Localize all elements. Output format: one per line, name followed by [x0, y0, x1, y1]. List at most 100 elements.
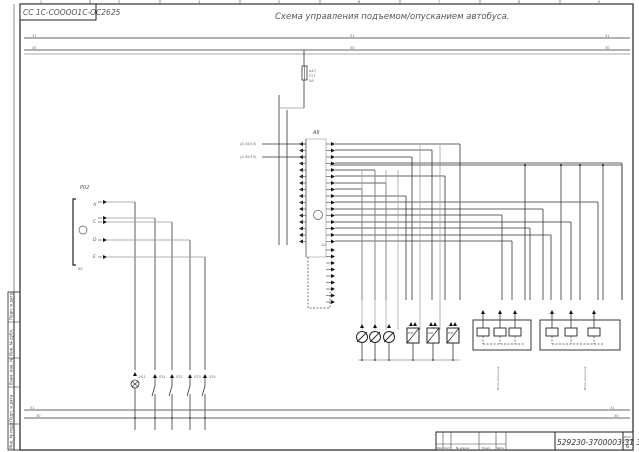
controller-output-wires	[335, 143, 623, 330]
pin-arrow-icon	[331, 148, 335, 153]
pin-arrow-icon	[387, 324, 391, 328]
distribution-drops	[524, 164, 623, 300]
pin-arrow-icon	[449, 322, 453, 326]
transducer-mark: U/P	[408, 331, 413, 335]
zone-marker: 6	[358, 0, 360, 4]
pin-arrow-icon	[331, 300, 335, 304]
pin-arrow-icon	[331, 213, 335, 218]
pin-arrow-icon	[331, 187, 335, 192]
side-label: Взам. инв. №	[9, 358, 14, 385]
pin-arrow-icon	[331, 161, 335, 166]
pin-arrow-icon	[331, 174, 335, 179]
pin-arrow-icon	[331, 248, 335, 252]
pin-arrow-icon	[433, 322, 437, 326]
controller-marker-icon	[313, 210, 323, 220]
switch-ref: S32	[176, 375, 183, 379]
connector-pin: D	[93, 237, 97, 243]
pin-arrow-icon	[331, 261, 335, 265]
side-label: Подп. и дата	[9, 292, 14, 320]
connector-sub: XS	[78, 267, 83, 271]
pin-arrow-icon	[153, 374, 157, 378]
zone-marker: 4	[198, 0, 201, 4]
fuse-ref: A47	[309, 69, 316, 73]
pin-arrow-icon	[188, 374, 192, 378]
valve-coil-icon	[587, 327, 601, 337]
pin-arrow-icon	[331, 293, 335, 298]
connector-marker-icon	[78, 225, 88, 235]
sheet-number: 6	[626, 444, 629, 450]
bus-label: 30	[614, 414, 618, 418]
document-number: 529230-3700003-31 33	[557, 438, 639, 447]
pin-arrow-icon	[331, 226, 335, 231]
connector-ref: Р02	[80, 185, 89, 191]
controller-a8: A8 (A 45/15) (A 45/15) 1/2	[240, 130, 331, 309]
diagram-title: Схема управления подъемом/опусканием авт…	[275, 12, 510, 22]
pin-arrow-icon	[331, 194, 335, 198]
sensor-b2	[369, 324, 381, 361]
fuse-sub: F27	[309, 74, 315, 78]
switch-ref: S34	[209, 375, 216, 379]
document-stamp: СС 1С-СОООО1С-ОС2625	[19, 3, 121, 21]
switch-contact-icon	[168, 385, 173, 397]
sensor-b4: U/P	[406, 322, 420, 361]
title-block: Изм Лист № докум. Подп. Дата 529230-3700…	[435, 431, 639, 451]
fuse-a47: A47 F27 5A	[280, 50, 316, 109]
bus-label: 31	[32, 34, 36, 38]
pin-arrow-icon	[103, 238, 107, 242]
pin-arrow-icon	[331, 239, 335, 244]
pin-arrow-icon	[331, 155, 335, 159]
valve-coil-icon	[564, 327, 578, 337]
pin-arrow-icon	[498, 310, 502, 314]
connector-pin: А	[92, 202, 96, 208]
controller-return-dashed	[307, 257, 331, 309]
pin-arrow-icon	[103, 255, 107, 259]
bus-label: 30	[36, 414, 40, 418]
zone-marker: 7	[438, 0, 440, 4]
valve-coil-icon	[545, 327, 559, 337]
pin-arrow-icon	[103, 200, 107, 204]
bus-label: 31	[350, 34, 354, 38]
side-label: Инв. № подл.	[9, 421, 14, 449]
pin-arrow-icon	[481, 310, 485, 314]
sensor-b3	[383, 324, 395, 361]
pin-arrow-icon	[592, 310, 596, 314]
controller-note: 1/2	[321, 243, 327, 247]
side-label: Подп. и дата	[9, 394, 14, 422]
switch-s32: S32	[168, 374, 183, 430]
pin-arrow-icon	[360, 324, 364, 328]
switch-s33: S33	[186, 374, 201, 430]
bus-label: 31	[30, 406, 34, 410]
bus-label: 31	[605, 34, 609, 38]
fuse-rating: 5A	[309, 79, 314, 83]
zone-marker: 3	[118, 0, 120, 4]
top-bus-lines: 31 30 31 30 31 30	[24, 34, 630, 55]
side-label-strip: Подп. и дата Инв. № дубл. Взам. инв. № П…	[7, 291, 21, 451]
valve-block-caption: Блок клапанов	[496, 366, 500, 390]
pin-arrow-icon	[331, 280, 335, 285]
sensor-b1	[356, 324, 368, 361]
zone-marker: 5	[278, 0, 280, 4]
title-block-column: № докум.	[456, 446, 470, 450]
lamp-hl1: HL1	[130, 372, 146, 430]
valve-block-frame	[472, 319, 532, 351]
bottom-bus-lines: 31 30 31 30	[24, 406, 630, 419]
connector-wires	[98, 200, 206, 370]
pin-arrow-icon	[429, 322, 433, 326]
valve-coil-icon	[508, 327, 522, 337]
controller-input-label: (A 45/15)	[240, 142, 257, 146]
pin-arrow-icon	[331, 254, 335, 259]
pin-arrow-icon	[203, 374, 207, 378]
sheet-label: Лист	[624, 435, 632, 439]
title-block-column: Лист	[444, 446, 451, 450]
bus-label: 30	[350, 46, 354, 50]
connector-pin: С	[93, 219, 97, 225]
pin-arrow-icon	[331, 220, 335, 224]
controller-input-label: (A 45/15)	[240, 155, 257, 159]
bus-label: 31	[610, 406, 614, 410]
connector-pin: Е	[93, 254, 96, 260]
pin-arrow-icon	[331, 168, 335, 172]
